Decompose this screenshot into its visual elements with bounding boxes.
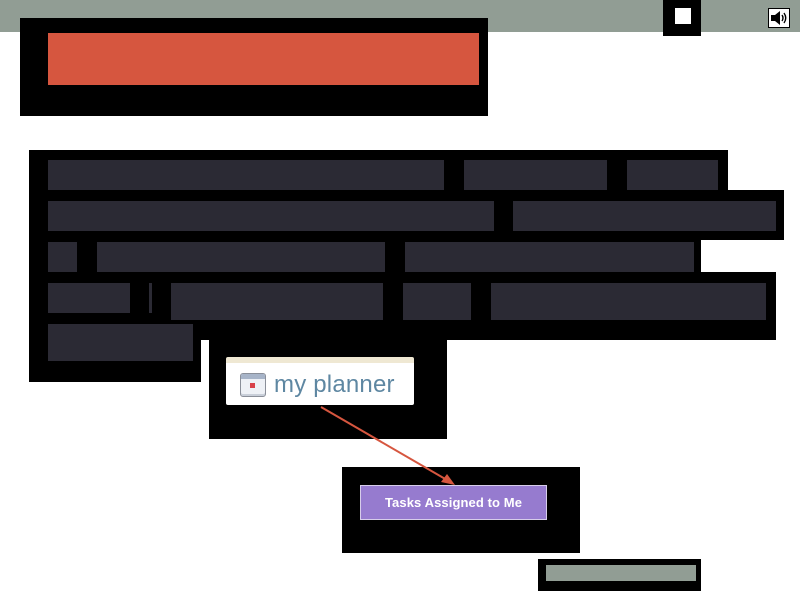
speaker-icon xyxy=(771,11,787,25)
window-icon xyxy=(674,7,692,25)
redacted-text xyxy=(491,283,766,320)
redacted-text xyxy=(48,201,494,231)
my-planner-label: my planner xyxy=(274,371,395,398)
redacted-text xyxy=(513,201,776,231)
redacted-text xyxy=(48,283,130,313)
redacted-text xyxy=(464,160,607,190)
speaker-button[interactable] xyxy=(768,8,790,28)
redacted-text xyxy=(405,242,694,272)
bottom-bar xyxy=(546,565,696,581)
tasks-assigned-to-me-button[interactable]: Tasks Assigned to Me xyxy=(360,485,547,520)
redacted-text xyxy=(48,242,77,272)
slide-title-bar xyxy=(48,33,479,85)
redacted-text xyxy=(97,242,385,272)
redacted-text xyxy=(171,283,383,320)
window-button[interactable] xyxy=(663,0,701,36)
my-planner-link[interactable]: my planner xyxy=(226,357,414,405)
redacted-text xyxy=(403,283,471,320)
redacted-text xyxy=(149,283,152,313)
redacted-text xyxy=(627,160,718,190)
redacted-text xyxy=(48,160,444,190)
calendar-icon xyxy=(240,373,266,397)
redacted-text xyxy=(48,324,193,361)
